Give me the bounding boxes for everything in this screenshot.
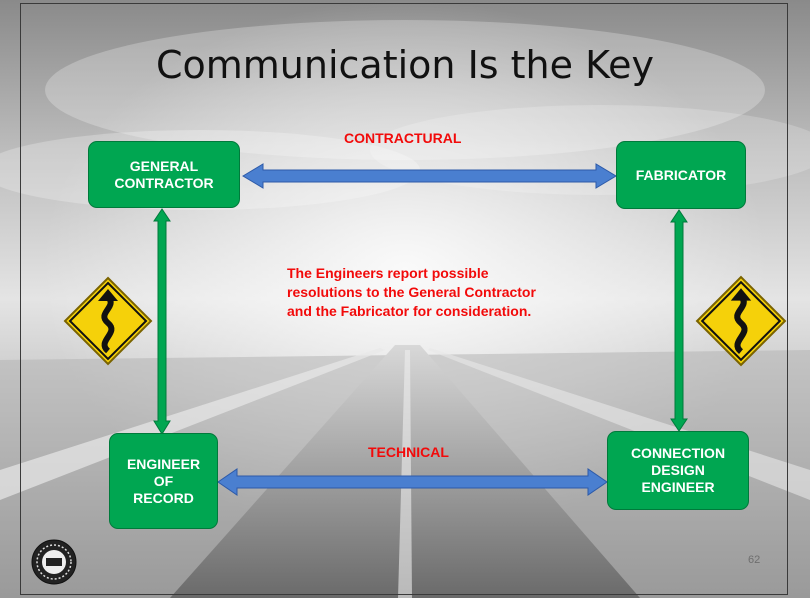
fabricator-box: FABRICATOR	[616, 141, 746, 209]
technical-label: TECHNICAL	[368, 444, 449, 460]
winding-road-sign-icon	[695, 275, 787, 367]
resolution-note: The Engineers report possible resolution…	[287, 265, 536, 319]
slide-title: Communication Is the Key	[155, 43, 654, 87]
winding-road-sign-icon	[63, 276, 153, 366]
contractural-label: CONTRACTURAL	[344, 130, 462, 146]
general-contractor-box: GENERAL CONTRACTOR	[88, 141, 240, 208]
aisc-seal-icon	[31, 539, 77, 585]
contractural-arrow	[242, 163, 617, 189]
connection-design-engineer-box: CONNECTION DESIGN ENGINEER	[607, 431, 749, 510]
fab-cde-arrow	[670, 209, 688, 432]
slide-number: 62	[748, 554, 761, 566]
technical-arrow	[217, 468, 608, 496]
gc-eor-arrow	[153, 208, 171, 435]
engineer-of-record-box: ENGINEER OF RECORD	[109, 433, 218, 529]
